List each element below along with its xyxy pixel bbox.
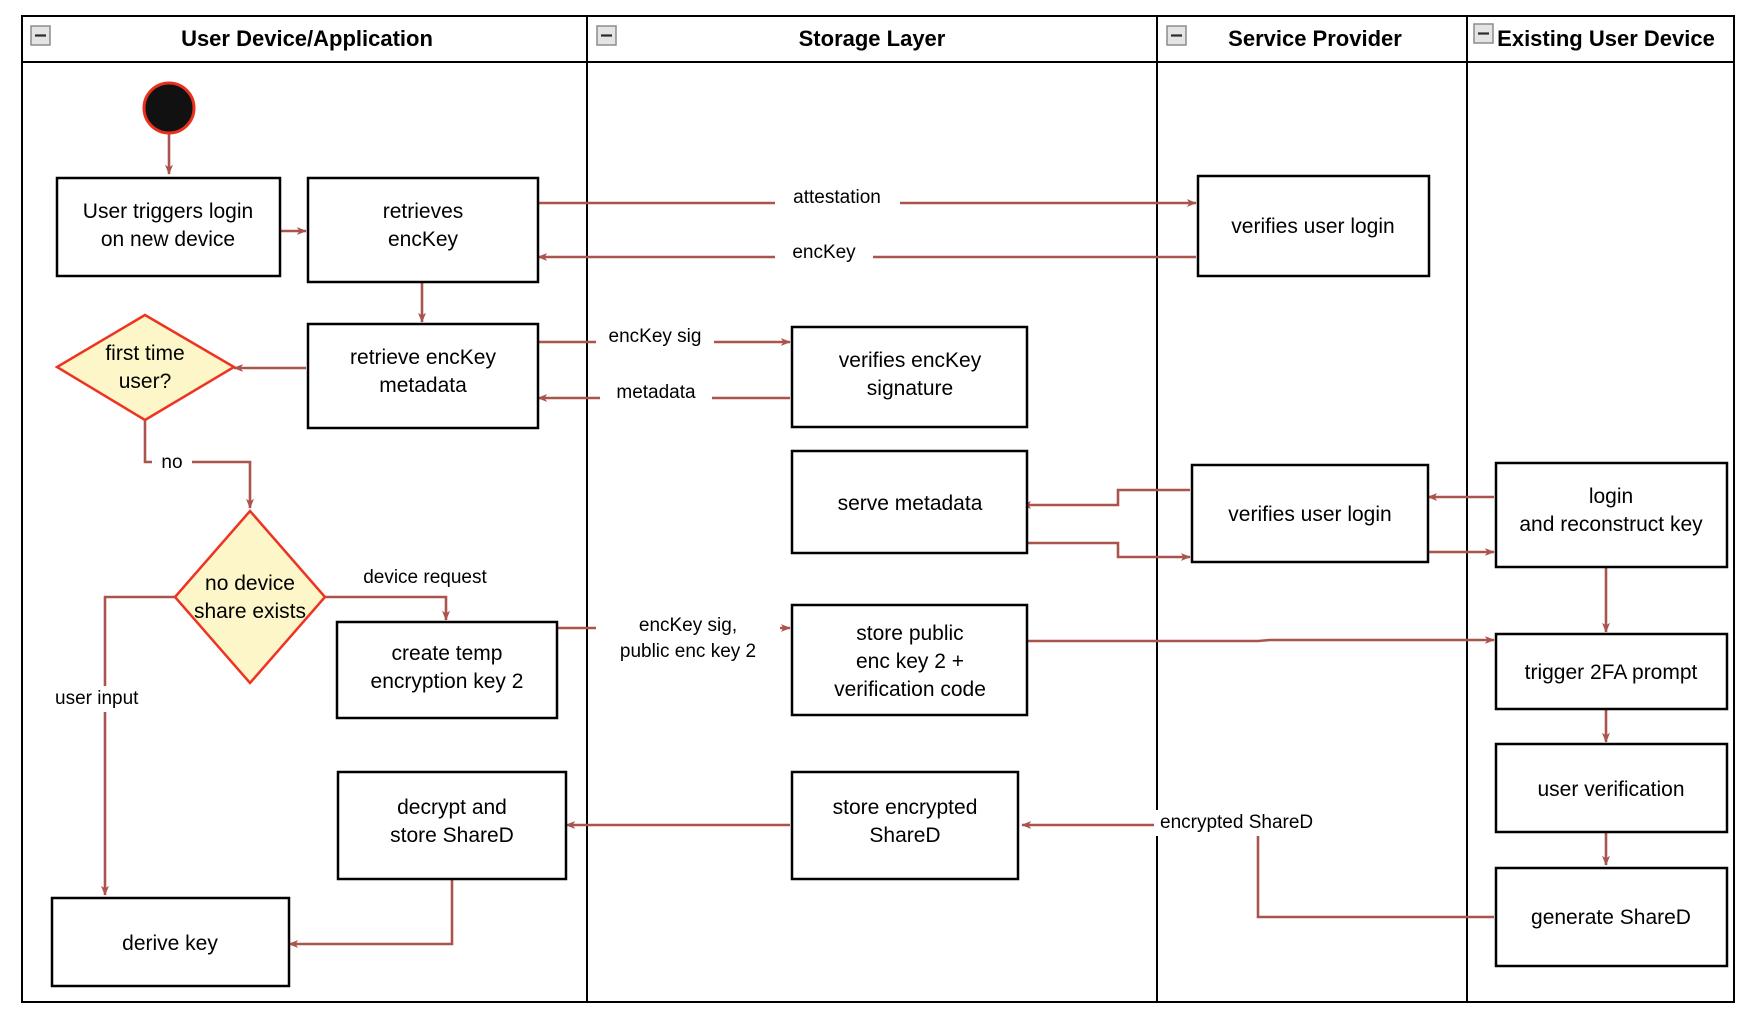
edge-label-attestation: attestation [793, 187, 881, 208]
collapse-icon-service-provider[interactable] [1166, 25, 1187, 46]
lane-title-existing-device: Existing User Device [1497, 26, 1715, 51]
node-label-line: derive key [122, 932, 218, 955]
node-label-line: first time [105, 342, 184, 365]
edge-labels: attestation encKey encKey sig metadata n… [48, 185, 1344, 836]
edge-serve-metadata-to-verifies-2 [1022, 541, 1191, 561]
node-label-line: metadata [379, 374, 467, 397]
node-label-line: verifies encKey [839, 349, 982, 372]
node-label-line: store public [856, 622, 963, 645]
node-label-line: signature [867, 377, 953, 400]
edge-label-encrypted-shared: encrypted ShareD [1160, 812, 1313, 833]
node-verifies-user-login-2[interactable]: verifies user login [1190, 463, 1430, 564]
node-store-public-enc-key-2[interactable]: store public enc key 2 + verification co… [790, 603, 1029, 717]
node-label-line: store ShareD [390, 824, 514, 847]
edge-label-enckey: encKey [792, 242, 856, 263]
node-label-line: no device [205, 572, 295, 595]
node-label-line: User triggers login [83, 200, 253, 223]
lane-header-user-device[interactable] [21, 15, 588, 63]
node-label-line: serve metadata [838, 492, 983, 515]
node-label-line: store encrypted [833, 796, 978, 819]
node-label-line: verifies user login [1228, 503, 1391, 526]
edge-verifies-2-to-serve-metadata [1021, 488, 1190, 509]
node-generate-shared[interactable]: generate ShareD [1494, 866, 1729, 968]
node-label-line: retrieve encKey [350, 346, 496, 369]
node-user-triggers-login[interactable]: User triggers login on new device [55, 176, 282, 278]
node-label-line: create temp [392, 642, 503, 665]
node-label-line: encryption key 2 [371, 670, 524, 693]
node-label-line: ShareD [869, 824, 940, 847]
node-derive-key[interactable]: derive key [50, 896, 291, 988]
node-no-device-share-exists[interactable]: no device share exists [173, 509, 327, 685]
node-label-line: on new device [101, 228, 235, 251]
edge-decrypt-to-derive-key [288, 879, 454, 948]
edge-label-enckey-sig: encKey sig [609, 326, 702, 347]
node-label-line: share exists [194, 600, 306, 623]
edge-label-user-input: user input [55, 688, 139, 709]
node-verifies-enckey-signature[interactable]: verifies encKey signature [790, 325, 1029, 429]
edge-no-to-device-share [143, 420, 254, 509]
node-label-line: generate ShareD [1531, 906, 1691, 929]
edge-label-no: no [161, 452, 182, 473]
node-start[interactable] [142, 81, 196, 135]
node-decrypt-and-store-shared[interactable]: decrypt and store ShareD [336, 770, 568, 881]
node-label-line: verification code [834, 678, 986, 701]
edge-label-metadata: metadata [616, 382, 696, 403]
collapse-icon-user-device[interactable] [30, 25, 51, 46]
node-user-verification[interactable]: user verification [1494, 742, 1729, 834]
node-serve-metadata[interactable]: serve metadata [790, 449, 1029, 555]
lane-title-storage: Storage Layer [799, 26, 946, 51]
node-create-temp-encryption-key-2[interactable]: create temp encryption key 2 [335, 620, 559, 720]
node-label-line: decrypt and [397, 796, 507, 819]
node-trigger-2fa-prompt[interactable]: trigger 2FA prompt [1494, 632, 1729, 711]
edge-label-enckey-sig-public: encKey sig, [639, 615, 737, 636]
node-label-line: enc key 2 + [856, 650, 964, 673]
edge-encrypted-shared [1021, 821, 1494, 919]
node-label-line: user? [119, 370, 172, 393]
edge-device-request [325, 595, 450, 621]
node-store-encrypted-shared[interactable]: store encrypted ShareD [790, 770, 1020, 881]
node-label-line: encKey [388, 228, 459, 251]
edge-user-input-to-derive-key [101, 595, 175, 896]
lane-title-service-provider: Service Provider [1228, 26, 1402, 51]
lane-title-user-device: User Device/Application [181, 26, 433, 51]
collapse-icon-storage[interactable] [596, 25, 617, 46]
node-retrieves-enckey[interactable]: retrieves encKey [306, 176, 540, 284]
node-label-line: trigger 2FA prompt [1525, 661, 1698, 684]
edge-label-public-enc-key-2: public enc key 2 [620, 641, 756, 662]
node-label-line: user verification [1537, 778, 1684, 801]
node-label-line: and reconstruct key [1519, 513, 1703, 536]
node-verifies-user-login-1[interactable]: verifies user login [1196, 174, 1431, 278]
collapse-icon-existing-device[interactable] [1473, 23, 1494, 44]
lane-header-storage[interactable] [586, 15, 1158, 63]
lane-header-existing-device[interactable] [1466, 15, 1735, 63]
edge-to-trigger-2fa [1022, 636, 1495, 644]
node-login-and-reconstruct-key[interactable]: login and reconstruct key [1494, 461, 1729, 569]
node-first-time-user[interactable]: first time user? [54, 313, 237, 422]
node-label-line: retrieves [383, 200, 464, 223]
node-label-line: verifies user login [1231, 215, 1394, 238]
node-label-line: login [1589, 485, 1633, 508]
edge-label-device-request: device request [363, 567, 487, 588]
node-retrieve-enckey-metadata[interactable]: retrieve encKey metadata [306, 322, 540, 430]
